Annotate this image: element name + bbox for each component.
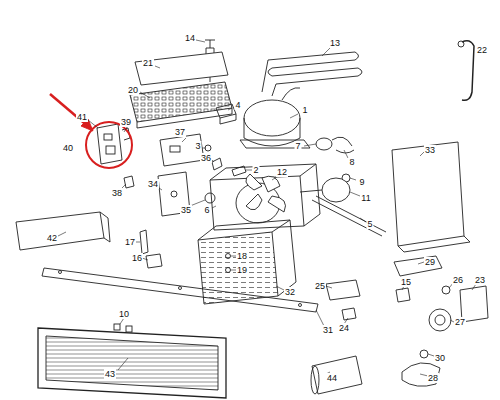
callout-number: 19	[236, 265, 248, 275]
callout-number: 20	[127, 85, 139, 95]
callout-number: 35	[180, 205, 192, 215]
callout-number: 11	[360, 193, 371, 203]
callout-number: 14	[184, 33, 196, 43]
callout-number: 18	[236, 251, 248, 261]
callout-number: 38	[111, 188, 123, 198]
callout-number: 40	[62, 143, 74, 153]
callout-number: 10	[118, 309, 130, 319]
callout-number: 32	[284, 287, 296, 297]
callout-number: 3	[194, 141, 201, 151]
callout-number: 33	[424, 145, 436, 155]
callout-number: 8	[348, 157, 355, 167]
callout-number: 39	[120, 117, 132, 127]
callout-number: 5	[366, 219, 373, 229]
callout-number: 4	[234, 100, 241, 110]
callout-number: 15	[400, 277, 412, 287]
callout-number: 37	[174, 127, 186, 137]
callout-number: 41	[76, 112, 88, 122]
callout-number: 1	[301, 105, 308, 115]
callout-number: 24	[338, 323, 350, 333]
callout-number: 23	[474, 275, 486, 285]
callout-number: 44	[326, 373, 338, 383]
callout-number: 28	[427, 373, 439, 383]
callout-number: 21	[142, 58, 154, 68]
callout-number: 36	[200, 153, 212, 163]
callout-number: 43	[104, 369, 116, 379]
callout-number: 12	[276, 167, 288, 177]
callout-number: 34	[147, 179, 159, 189]
callout-number: 29	[424, 257, 436, 267]
callout-number: 17	[124, 237, 136, 247]
callout-number: 30	[434, 353, 446, 363]
callout-number: 26	[452, 275, 464, 285]
callout-number: 27	[454, 317, 466, 327]
callout-number: 25	[314, 281, 326, 291]
callout-number: 16	[131, 253, 143, 263]
callout-number: 9	[358, 177, 365, 187]
callout-number: 22	[476, 45, 488, 55]
callout-number: 42	[46, 233, 58, 243]
callout-number: 31	[322, 325, 334, 335]
callout-number: 13	[329, 38, 341, 48]
callout-number: 2	[252, 165, 259, 175]
callout-number: 6	[203, 205, 210, 215]
callout-number: 7	[294, 141, 301, 151]
